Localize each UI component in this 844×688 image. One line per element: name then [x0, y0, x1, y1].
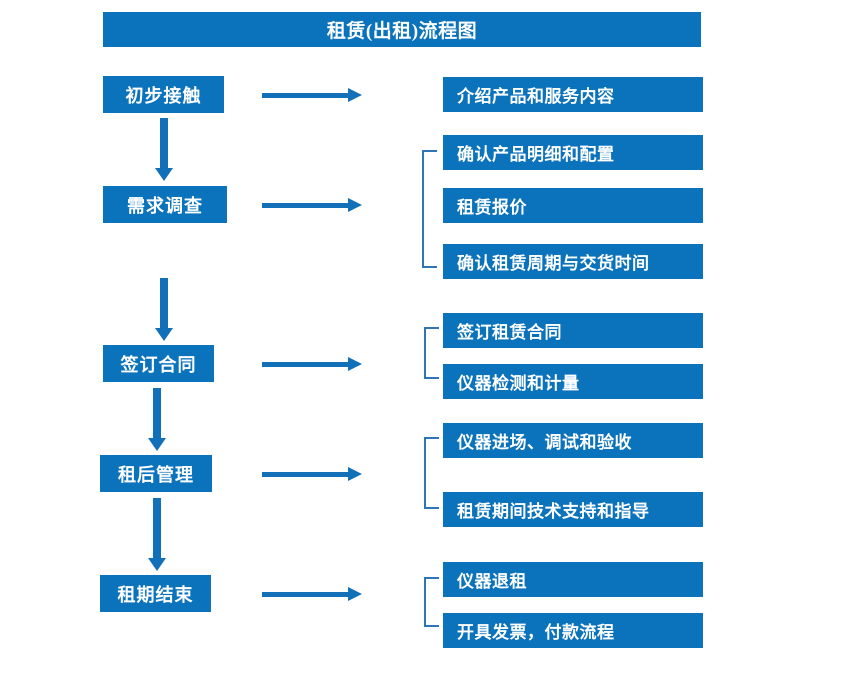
detail-box-4-label: 确认租赁周期与交货时间 [457, 254, 650, 273]
detail-box-8[interactable]: 租赁期间技术支持和指导 [443, 492, 703, 527]
down-arrow-2-shaft [160, 278, 168, 328]
right-arrow-2-head [348, 198, 362, 212]
stage-box-2[interactable]: 需求调查 [103, 186, 227, 223]
right-arrow-5-head [348, 587, 362, 601]
down-arrow-3-head [148, 438, 166, 451]
detail-box-2[interactable]: 确认产品明细和配置 [443, 135, 703, 170]
detail-box-1[interactable]: 介绍产品和服务内容 [443, 77, 703, 112]
stage-box-1-label: 初步接触 [125, 85, 202, 106]
stage-box-4[interactable]: 租后管理 [100, 455, 212, 492]
stage-box-5-label: 租期结束 [117, 584, 194, 605]
down-arrow-4-shaft [153, 498, 161, 558]
detail-box-3[interactable]: 租赁报价 [443, 188, 703, 223]
down-arrow-1-shaft [160, 118, 168, 168]
down-arrow-2-head [155, 328, 173, 341]
detail-box-7[interactable]: 仪器进场、调试和验收 [443, 423, 703, 458]
detail-box-10-label: 开具发票，付款流程 [457, 623, 615, 642]
detail-box-5[interactable]: 签订租赁合同 [443, 313, 703, 348]
right-arrow-1-shaft [262, 93, 350, 98]
group-bracket-2 [424, 327, 439, 379]
detail-box-2-label: 确认产品明细和配置 [457, 145, 615, 164]
detail-box-1-label: 介绍产品和服务内容 [457, 87, 615, 106]
detail-box-6-label: 仪器检测和计量 [457, 374, 580, 393]
stage-box-5[interactable]: 租期结束 [100, 575, 211, 612]
right-arrow-4 [262, 466, 362, 482]
stage-box-1[interactable]: 初步接触 [103, 76, 224, 113]
down-arrow-4-head [148, 558, 166, 571]
detail-box-10[interactable]: 开具发票，付款流程 [443, 613, 703, 648]
detail-box-9-label: 仪器退租 [457, 572, 527, 591]
detail-box-3-label: 租赁报价 [457, 198, 527, 217]
group-bracket-4 [424, 577, 439, 627]
down-arrow-3-shaft [153, 388, 161, 438]
detail-box-8-label: 租赁期间技术支持和指导 [457, 502, 650, 521]
right-arrow-5-shaft [262, 592, 350, 597]
detail-box-6[interactable]: 仪器检测和计量 [443, 364, 703, 399]
detail-box-5-label: 签订租赁合同 [457, 323, 562, 342]
right-arrow-5 [262, 586, 362, 602]
stage-box-4-label: 租后管理 [118, 464, 194, 485]
right-arrow-4-shaft [262, 472, 350, 477]
right-arrow-4-head [348, 467, 362, 481]
right-arrow-1-head [348, 88, 362, 102]
right-arrow-1 [262, 87, 362, 103]
down-arrow-1-head [155, 168, 173, 181]
right-arrow-3-shaft [262, 362, 350, 367]
detail-box-4[interactable]: 确认租赁周期与交货时间 [443, 244, 703, 279]
chart-title: 租赁(出租)流程图 [103, 12, 701, 47]
stage-box-2-label: 需求调查 [127, 195, 203, 216]
right-arrow-3-head [348, 357, 362, 371]
right-arrow-2-shaft [262, 203, 350, 208]
stage-box-3-label: 签订合同 [120, 354, 197, 375]
stage-box-3[interactable]: 签订合同 [103, 345, 214, 382]
right-arrow-2 [262, 197, 362, 213]
group-bracket-1 [422, 150, 437, 268]
right-arrow-3 [262, 356, 362, 372]
detail-box-7-label: 仪器进场、调试和验收 [457, 433, 632, 452]
detail-box-9[interactable]: 仪器退租 [443, 562, 703, 597]
group-bracket-3 [424, 437, 439, 509]
